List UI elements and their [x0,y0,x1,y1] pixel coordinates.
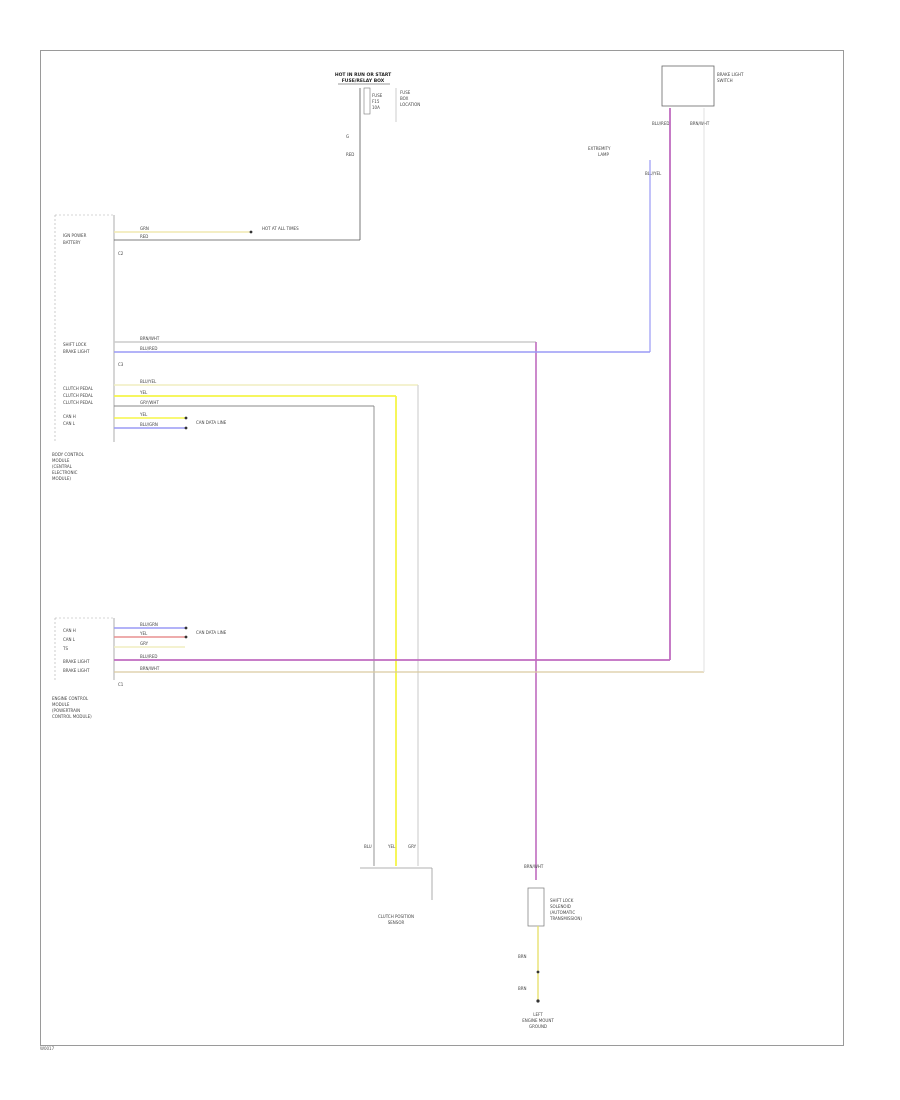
wire-can-h-top-label: YEL [139,412,148,417]
module-bottom-caption-1: ENGINE CONTROL [52,696,89,701]
source-wire-label: RED [346,152,354,157]
module-top-pin-battery: BATTERY [63,240,81,245]
module-bottom-pin-ts: TS [62,646,68,651]
module-bottom-caption-3: (POWERTRAIN [52,708,80,713]
wire-clutch-b-label: YEL [139,390,148,395]
module-top-conn-label: C2 [118,251,124,256]
brake-wire-a: BLU/RED [652,121,669,126]
ground-wire-label-2: BRN [518,986,527,991]
module-top-pin-clutch-b: CLUTCH PEDAL [63,393,94,398]
fuse-rating: 10A [372,105,380,110]
diagram-code: W0017 [40,1046,55,1051]
fuse-label: FUSE [372,93,383,98]
fuse-symbol [363,87,371,115]
hot-at-all-label: HOT AT ALL TIMES [262,226,299,231]
fuse-number: F15 [372,99,380,104]
extremity-wire-blue: BLU/YEL [645,171,662,176]
ground-splice-dot [536,970,540,974]
extremity-label: EXTREMITY [588,146,611,151]
ground-line1: LEFT [533,1012,543,1017]
shift-lock-wire-label: BRN/WHT [524,864,544,869]
shift-lock-line1: SHIFT LOCK [550,898,574,903]
module-bottom-pin-canl: CAN L [63,637,76,642]
wire-can-h-bottom-label: BLU/GRN [140,622,158,627]
module-bottom-pin-brake-a: BRAKE LIGHT [63,659,90,664]
wire-ign-label: GRN [140,226,149,231]
clutch-sensor-wire-3: GRY [408,844,417,849]
ground-symbol [536,999,540,1003]
clutch-sensor-line2: SENSOR [388,920,405,925]
shift-lock-solenoid-box [527,887,545,927]
hot-source-line2: FUSE/RELAY BOX [342,78,385,84]
module-bottom-caption-4: CONTROL MODULE) [52,714,92,719]
module-top-caption-5: MODULE) [52,476,71,481]
shift-lock-line3: (AUTOMATIC [550,910,575,915]
module-top-caption-3: (CENTRAL [52,464,73,469]
wire-ts-label: GRY [140,641,149,646]
fuse-note-3: LOCATION [400,102,420,107]
wire-brake-pink-label: BLU/RED [140,654,157,659]
module-top-pin-clutch-a: CLUTCH PEDAL [63,386,94,391]
module-top-pin-ign: IGN POWER [63,233,87,238]
module-top-pin-canh: CAN H [63,414,76,419]
module-top-caption-4: ELECTRONIC [52,470,78,475]
clutch-sensor-wire-1: BLU [364,844,372,849]
fuse-note-1: FUSE [400,90,411,95]
wire-clutch-c-label: GRY/WHT [140,400,159,405]
wire-shift-label: BRN/WHT [140,336,160,341]
module-top-pin-shift: SHIFT LOCK [63,342,87,347]
brake-switch-line2: SWITCH [717,78,733,83]
clutch-sensor-line1: CLUTCH POSITION [378,914,414,919]
module-top-pin-canl: CAN L [63,421,76,426]
module-top-conn-label-2: C3 [118,362,124,367]
brake-light-switch-box [661,65,715,107]
brake-switch-line1: BRAKE LIGHT [717,72,744,77]
ground-line3: GROUND [529,1024,547,1029]
wire-brake-tan-label: BRN/WHT [140,666,160,671]
ground-wire-label-1: BRN [518,954,527,959]
module-top-pin-brake: BRAKE LIGHT [63,349,90,354]
hot-source-line1: HOT IN RUN OR START [335,72,392,78]
module-top-pin-clutch-c: CLUTCH PEDAL [63,400,94,405]
clutch-sensor-wire-2: YEL [387,844,396,849]
shift-lock-line2: SOLENOID [550,904,571,909]
can-top-dot-l [184,426,188,430]
module-bottom-pin-canh: CAN H [63,628,76,633]
module-top-caption-1: BODY CONTROL [52,452,85,457]
fuse-note-2: BOX [400,96,409,101]
can-top-dot-h [184,416,188,420]
wire-clutch-a-label: BLU/YEL [140,379,157,384]
wire-battery-label: RED [140,234,148,239]
shift-lock-line4: TRANSMISSION) [549,916,582,921]
can-bottom-dot-h [184,626,188,630]
module-top-caption-2: MODULE [52,458,70,463]
can-top-connector-label: CAN DATA LINE [196,420,227,425]
wire-can-l-top-label: BLU/GRN [140,422,158,427]
wire-brake-label: BLU/RED [140,346,157,351]
can-bottom-connector-label: CAN DATA LINE [196,630,227,635]
module-bottom-caption-2: MODULE [52,702,70,707]
source-pin-label: G [346,134,349,139]
module-bottom-pin-brake-b: BRAKE LIGHT [63,668,90,673]
brake-wire-b: BRN/WHT [690,121,710,126]
can-bottom-dot-l [184,635,188,639]
diagram-frame [40,50,844,1046]
module-bottom-conn-label: C1 [118,682,124,687]
extremity-sub: LAMP [598,152,610,157]
ground-line2: ENGINE MOUNT [522,1018,554,1023]
wire-can-l-bottom-label: YEL [139,631,148,636]
connector-hot-dot [249,230,253,234]
